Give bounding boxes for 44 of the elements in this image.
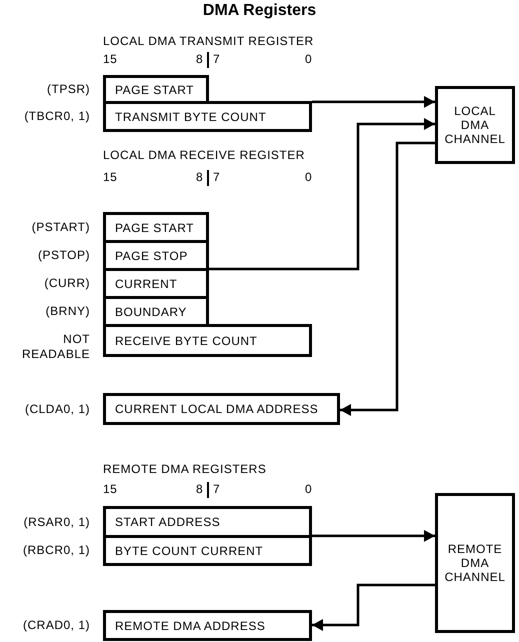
register-box: PAGE START [103,75,209,104]
register-mnemonic: (TBCR0, 1) [23,109,90,124]
channel-box: LOCAL DMA CHANNEL [435,86,515,164]
register-box: START ADDRESS [103,506,312,538]
register-box: BYTE COUNT CURRENT [103,535,312,566]
bit-number: 8 [196,52,204,66]
bit-number: 15 [103,170,118,184]
register-box: RECEIVE BYTE COUNT [103,324,312,357]
arrow [340,142,435,416]
register-mnemonic: NOT READABLE [20,332,90,362]
register-mnemonic: (CRAD0, 1) [22,618,90,633]
register-mnemonic: (CURR) [43,276,90,291]
bit-number: 8 [196,170,204,184]
register-mnemonic: (CLDA0, 1) [24,402,90,416]
bit-number: 7 [213,170,220,184]
register-group-title: REMOTE DMA REGISTERS [103,462,266,476]
register-mnemonic: (RSAR0, 1) [22,514,90,530]
bit-number: 0 [305,170,312,184]
register-mnemonic: (BRNY) [44,304,90,319]
arrow [312,584,435,631]
bit-number: 15 [103,52,118,66]
bit-number: 7 [213,52,220,66]
register-group-title: LOCAL DMA TRANSMIT REGISTER [103,34,314,48]
register-mnemonic: (PSTART) [30,220,90,235]
arrow [312,96,435,108]
register-box: PAGE START [103,212,209,243]
register-mnemonic: (TPSR) [46,82,90,97]
diagram-title: DMA Registers [202,2,318,20]
channel-box: REMOTE DMA CHANNEL [435,493,515,633]
register-box: CURRENT [103,268,209,299]
register-box: REMOTE DMA ADDRESS [103,610,312,641]
register-box: BOUNDARY [103,296,209,327]
register-box: TRANSMIT BYTE COUNT [103,101,312,132]
bit-number: 0 [305,482,312,496]
bit-number: 0 [305,52,312,66]
arrow [312,530,435,542]
register-box: PAGE STOP [103,240,209,271]
register-mnemonic: (RBCR0, 1) [22,543,90,558]
bit-number: 8 [196,482,204,496]
register-group-title: LOCAL DMA RECEIVE REGISTER [103,148,305,162]
bit-number: 7 [213,482,220,496]
register-box: CURRENT LOCAL DMA ADDRESS [103,393,340,425]
bit-number: 15 [103,482,118,496]
register-mnemonic: (PSTOP) [37,248,90,263]
